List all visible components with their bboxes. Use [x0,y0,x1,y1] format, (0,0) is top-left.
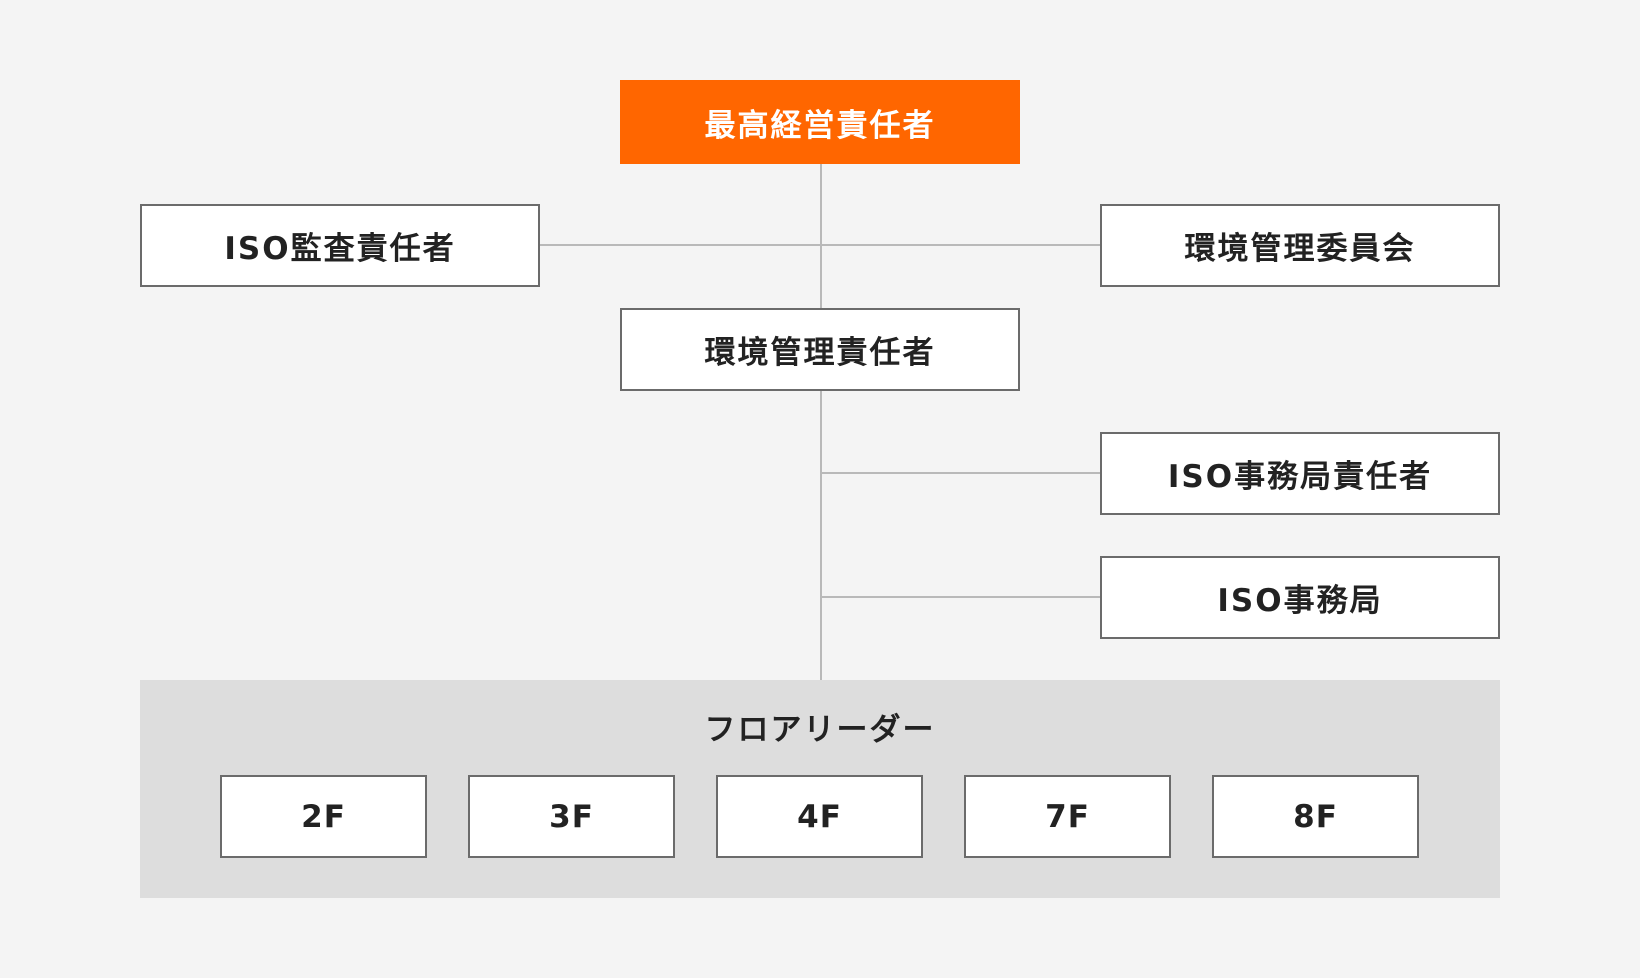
iso-office-label: ISO事務局 [1217,583,1383,619]
floor-leaders-title: フロアリーダー [704,712,936,748]
iso-office-manager-box: ISO事務局責任者 [1100,432,1500,515]
floor-box: 3F [468,775,675,858]
iso-office-box: ISO事務局 [1100,556,1500,639]
floor-list: 2F 3F 4F 7F 8F [220,775,1419,858]
connector-iso-office-manager [821,472,1101,474]
env-manager-label: 環境管理責任者 [704,335,936,371]
top-executive-label: 最高経営責任者 [704,107,936,144]
floor-box: 4F [716,775,923,858]
iso-office-manager-label: ISO事務局責任者 [1167,459,1433,495]
floor-label: 2F [301,798,346,835]
iso-audit-manager-box: ISO監査責任者 [140,204,540,287]
floor-label: 7F [1045,798,1090,835]
floor-box: 7F [964,775,1171,858]
connector-iso-office [821,596,1101,598]
floor-label: 3F [549,798,594,835]
iso-audit-manager-label: ISO監査責任者 [224,231,456,267]
floor-leaders-panel: フロアリーダー 2F 3F 4F 7F 8F [140,680,1500,898]
top-executive-box: 最高経営責任者 [620,80,1020,164]
env-committee-box: 環境管理委員会 [1100,204,1500,287]
connector-audit-committee-horizontal [540,244,1101,246]
env-manager-box: 環境管理責任者 [620,308,1020,391]
connector-main-vertical [820,163,822,680]
env-committee-label: 環境管理委員会 [1184,231,1416,267]
floor-label: 4F [797,798,842,835]
floor-box: 8F [1212,775,1419,858]
floor-label: 8F [1293,798,1338,835]
floor-box: 2F [220,775,427,858]
